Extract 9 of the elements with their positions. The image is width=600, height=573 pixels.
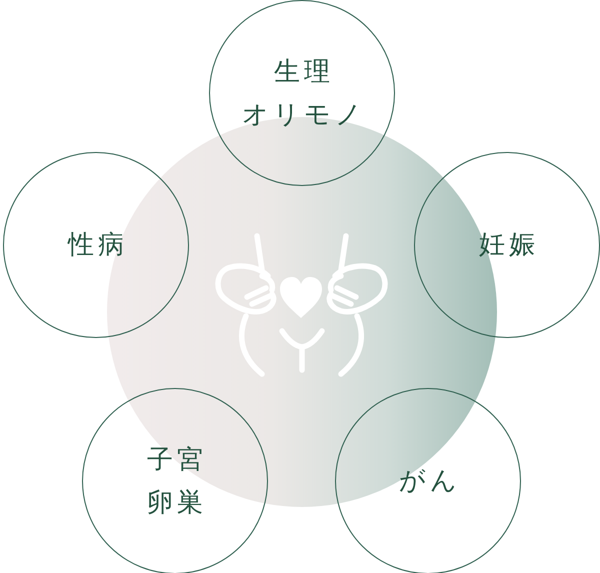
topic-circle [335, 388, 521, 573]
topic-label: 生理 [273, 56, 334, 88]
topic-label: オリモノ [241, 98, 366, 130]
topic-label: がん [398, 465, 461, 497]
topic-circle [82, 388, 268, 573]
topic-label: 性病 [66, 229, 128, 261]
topic-label: 妊娠 [478, 229, 539, 261]
topic-label: 卵巣 [146, 486, 207, 518]
topic-label: 子宮 [146, 444, 207, 476]
